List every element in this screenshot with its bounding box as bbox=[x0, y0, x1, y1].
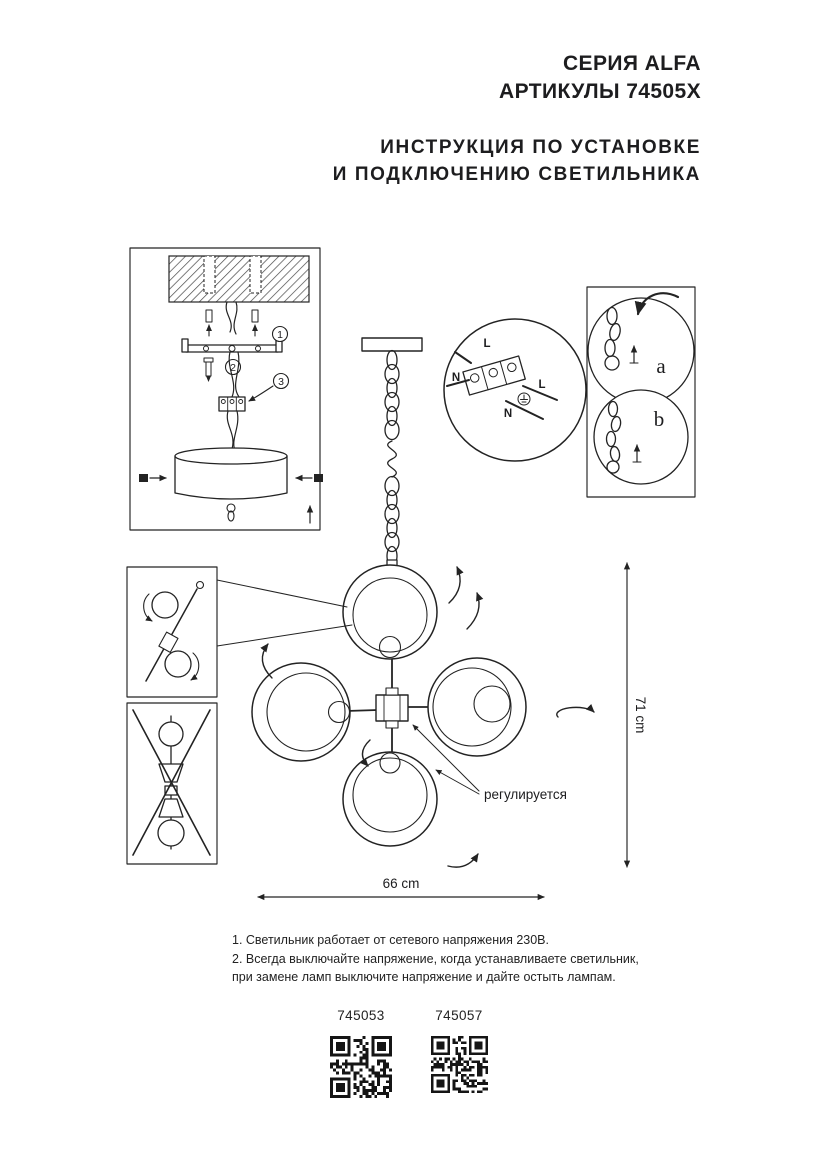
note-line-3: при замене ламп выключите напряжение и д… bbox=[232, 970, 616, 984]
wire-label-neutral-in: N bbox=[452, 372, 460, 384]
mounting-bracket bbox=[181, 338, 283, 353]
wire-label-line-out: L bbox=[538, 379, 545, 391]
curved-arrow-icon bbox=[634, 292, 680, 316]
center-hub bbox=[375, 687, 409, 729]
prohibited-detail bbox=[126, 702, 218, 865]
adjust-option-a-label: a bbox=[656, 354, 666, 378]
terminal-strip bbox=[462, 355, 526, 396]
safety-notes: 1. Светильник работает от сетевого напря… bbox=[232, 931, 639, 987]
shade-top bbox=[342, 564, 438, 660]
note-line-2: 2. Всегда выключайте напряжение, когда у… bbox=[232, 951, 639, 966]
wiring-detail-circle bbox=[443, 318, 587, 462]
adjustable-label: регулируется bbox=[484, 787, 567, 802]
swivel-detail-box bbox=[126, 566, 218, 698]
mounting-diagram: 1 2 3 bbox=[129, 247, 323, 531]
shade-right bbox=[427, 657, 527, 757]
prohibited-detail-box bbox=[126, 702, 218, 865]
adjust-option-b-label: b bbox=[654, 407, 665, 431]
qr-code-left bbox=[330, 1036, 392, 1098]
ceiling-section bbox=[168, 255, 310, 303]
chain bbox=[384, 349, 400, 567]
wiring-detail: L N L N bbox=[443, 318, 587, 462]
step-1-number: 1 bbox=[277, 329, 283, 341]
shade-bottom bbox=[342, 751, 438, 847]
mounting-diagram-box bbox=[129, 247, 321, 531]
chain-with-hook-b bbox=[605, 400, 642, 474]
adjust-option-a-circle bbox=[587, 297, 695, 405]
width-dimension-label: 66 cm bbox=[383, 876, 420, 891]
series-title: СЕРИЯ ALFA bbox=[562, 52, 701, 75]
instruction-title-line2: И ПОДКЛЮЧЕНИЮ СВЕТИЛЬНИКА bbox=[332, 164, 701, 185]
note-line-1: 1. Светильник работает от сетевого напря… bbox=[232, 933, 549, 947]
instruction-title: ИНСТРУКЦИЯ ПО УСТАНОВКЕ И ПОДКЛЮЧЕНИЮ СВ… bbox=[333, 134, 701, 188]
step-3-number: 3 bbox=[278, 376, 284, 388]
articles-title: АРТИКУЛЫ 74505X bbox=[499, 80, 701, 103]
wire-label-neutral-out: N bbox=[504, 408, 512, 420]
canopy-side-screws bbox=[139, 474, 323, 482]
canopy bbox=[174, 447, 288, 522]
dimensions: 71 cm 66 cm bbox=[257, 562, 648, 901]
chain-break-squiggle bbox=[387, 440, 397, 478]
instruction-title-line1: ИНСТРУКЦИЯ ПО УСТАНОВКЕ bbox=[380, 137, 701, 158]
swivel-detail bbox=[126, 566, 218, 698]
chain-adjust-detail: a b bbox=[586, 286, 696, 498]
qr-code-right bbox=[431, 1036, 488, 1093]
chandelier-drawing: регулируется bbox=[216, 337, 595, 868]
header: СЕРИЯ ALFA АРТИКУЛЫ 74505X ИНСТРУКЦИЯ ПО… bbox=[333, 50, 701, 188]
ceiling-plate bbox=[361, 337, 423, 352]
step-2-number: 2 bbox=[230, 362, 236, 374]
qr-code-label-right: 745057 bbox=[435, 1008, 483, 1023]
chain-adjust-box bbox=[586, 286, 696, 498]
shade-left bbox=[251, 662, 351, 762]
step-badges: 1 2 3 bbox=[224, 325, 290, 402]
anchor-screws bbox=[205, 309, 259, 337]
rotation-arrows bbox=[260, 566, 595, 868]
bracket-screw bbox=[203, 357, 214, 382]
ground-symbol-icon bbox=[517, 392, 531, 406]
chain-with-hook-a bbox=[604, 306, 639, 371]
wire-label-line-in: L bbox=[483, 338, 490, 350]
height-dimension-label: 71 cm bbox=[633, 697, 648, 734]
qr-code-label-left: 745053 bbox=[337, 1008, 385, 1023]
